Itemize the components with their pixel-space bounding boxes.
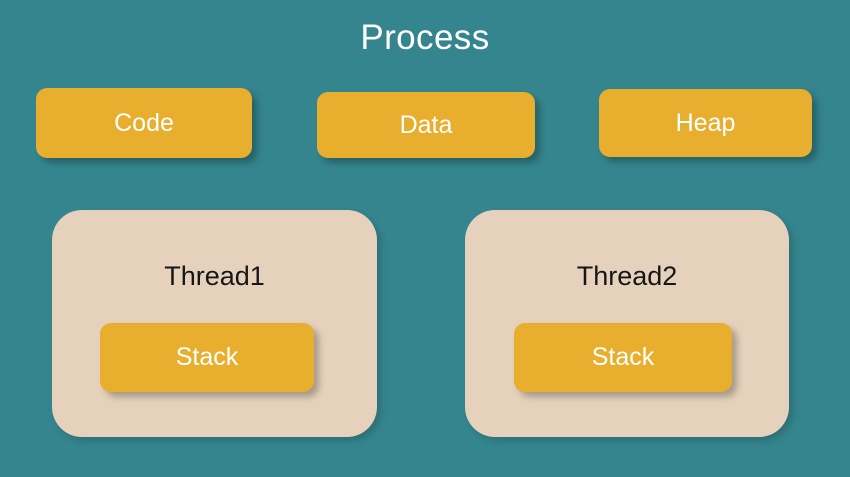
- thread-1-label: Thread1: [164, 261, 265, 291]
- memory-segment-heap-label: Heap: [675, 108, 736, 137]
- memory-segment-code-label: Code: [114, 108, 174, 137]
- memory-segment-code[interactable]: Code: [36, 88, 252, 158]
- thread-1-stack-label: Stack: [175, 343, 239, 371]
- thread-1-stack[interactable]: Stack: [100, 323, 314, 392]
- thread-2-stack[interactable]: Stack: [514, 323, 732, 392]
- thread-container-2[interactable]: Thread2 Stack: [465, 210, 789, 437]
- memory-segment-data-label: Data: [399, 110, 453, 139]
- thread-2-stack-label: Stack: [591, 343, 655, 371]
- page-title: Process: [360, 18, 490, 57]
- thread-2-label: Thread2: [576, 261, 678, 291]
- memory-segment-heap[interactable]: Heap: [599, 89, 812, 157]
- memory-segment-data[interactable]: Data: [317, 92, 535, 158]
- thread-container-1[interactable]: Thread1 Stack: [52, 210, 377, 437]
